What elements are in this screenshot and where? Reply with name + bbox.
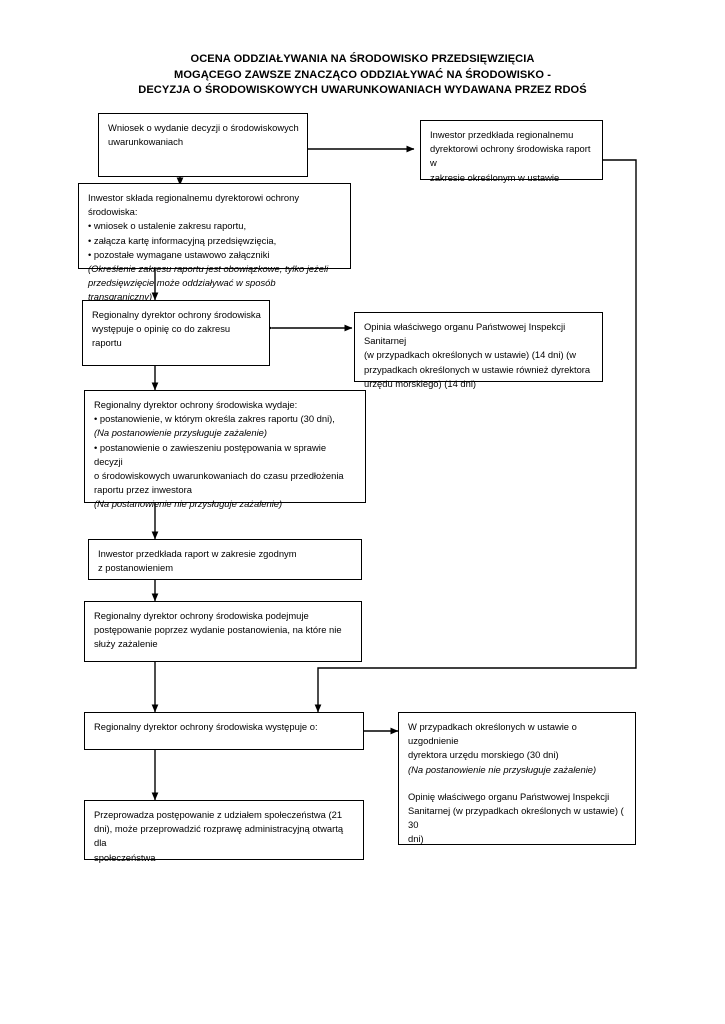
node-wystepuje-line-1: Regionalny dyrektor ochrony środowiska w… bbox=[94, 721, 318, 732]
node-sanit-line-3: przypadkach określonych w ustawie równie… bbox=[364, 363, 591, 375]
node-sklada-line-1: Inwestor składa regionalnemu dyrektorowi… bbox=[88, 192, 300, 218]
title-line-2: MOGĄCEGO ZAWSZE ZNACZĄCO ODDZIAŁYWAĆ NA … bbox=[174, 68, 551, 81]
node-przedklada-line-1: Inwestor przedkłada raport w zakresie zg… bbox=[98, 548, 297, 559]
node-raport-line-3: zakresie określonym w ustawie bbox=[430, 171, 560, 183]
node-uzgodnienie-line-6: dni) bbox=[408, 833, 424, 845]
node-rdos-podejmuje-postepowanie[interactable]: Regionalny dyrektor ochrony środowiska p… bbox=[84, 601, 362, 662]
node-wydaje-line-6: raportu przez inwestora bbox=[94, 484, 192, 496]
node-sklada-line-3: • załącza kartę informacyjną przedsięwzi… bbox=[88, 234, 277, 246]
node-wydaje-line-3: (Na postanowienie przysługuje zażalenie) bbox=[94, 427, 268, 439]
title-line-1: OCENA ODDZIAŁYWANIA NA ŚRODOWISKO PRZEDS… bbox=[190, 53, 535, 65]
node-inwestor-przedklada-raport-zgodny[interactable]: Inwestor przedkłada raport w zakresie zg… bbox=[88, 539, 362, 580]
page-title: OCENA ODDZIAŁYWANIA NA ŚRODOWISKO PRZEDS… bbox=[0, 52, 725, 99]
node-wydaje-line-1: Regionalny dyrektor ochrony środowiska w… bbox=[94, 399, 298, 410]
node-uzgodnienie-line-4: Opinię właściwego organu Państwowej Insp… bbox=[408, 790, 610, 802]
node-sklada-line-6: przedsięwzięcie może oddziaływać w sposó… bbox=[88, 277, 276, 303]
node-uzgodnienie-dyrektora-urzedu-morskiego[interactable]: W przypadkach określonych w ustawie o uz… bbox=[398, 712, 636, 845]
node-uzgodnienie-line-2: dyrektora urzędu morskiego (30 dni) bbox=[408, 749, 559, 761]
node-przeprowadza-line-1: Przeprowadza postępowanie z udziałem spo… bbox=[94, 809, 343, 820]
node-sklada-line-4: • pozostałe wymagane ustawowo załączniki bbox=[88, 248, 270, 260]
node-przeprowadza-line-2: dni), może przeprowadzić rozprawę admini… bbox=[94, 823, 344, 849]
node-wydaje-line-2: • postanowienie, w którym określa zakres… bbox=[94, 413, 335, 425]
node-sanit-line-2: (w przypadkach określonych w ustawie) (1… bbox=[364, 349, 577, 361]
node-wydaje-line-7: (Na postanowienie nie przysługuje zażale… bbox=[94, 498, 283, 510]
node-uzgodnienie-line-1: W przypadkach określonych w ustawie o uz… bbox=[408, 721, 577, 747]
edge-raport-rail-to-wystepuje bbox=[314, 159, 637, 713]
node-uzgodnienie-line-5: Sanitarnej (w przypadkach określonych w … bbox=[408, 805, 624, 831]
node-rdos-opinia-line-1: Regionalny dyrektor ochrony środowiska bbox=[92, 309, 261, 320]
node-wydaje-line-5: o środowiskowych uwarunkowaniach do czas… bbox=[94, 470, 344, 482]
node-rdos-opinia-line-2: występuje o opinię co do zakresu raportu bbox=[92, 323, 231, 349]
node-podejmuje-line-1: Regionalny dyrektor ochrony środowiska p… bbox=[94, 610, 309, 621]
node-podejmuje-line-3: służy zażalenie bbox=[94, 638, 158, 650]
node-rdos-wystepuje-o-opinie[interactable]: Regionalny dyrektor ochrony środowiska w… bbox=[82, 300, 270, 366]
node-sanit-line-1: Opinia właściwego organu Państwowej Insp… bbox=[364, 321, 566, 347]
node-wniosek-o-wydanie-decyzji[interactable]: Wniosek o wydanie decyzji o środowiskowy… bbox=[98, 113, 308, 177]
node-wniosek-line-1: Wniosek o wydanie decyzji o środowiskowy… bbox=[108, 122, 299, 133]
node-przeprowadza-line-3: społeczeństwa bbox=[94, 851, 156, 863]
node-raport-line-2: dyrektorowi ochrony środowiska raport w bbox=[430, 143, 591, 169]
node-sklada-line-2: • wniosek o ustalenie zakresu raportu, bbox=[88, 220, 247, 232]
node-inwestor-przedklada-raport[interactable]: Inwestor przedkłada regionalnemu dyrekto… bbox=[420, 120, 603, 183]
node-rdos-wydaje-postanowienie[interactable]: Regionalny dyrektor ochrony środowiska w… bbox=[84, 390, 366, 509]
node-wniosek-line-2: uwarunkowaniach bbox=[108, 136, 184, 148]
node-rdos-wystepuje-o[interactable]: Regionalny dyrektor ochrony środowiska w… bbox=[84, 712, 364, 750]
node-raport-line-1: Inwestor przedkłada regionalnemu bbox=[430, 129, 574, 140]
node-uzgodnienie-spacer bbox=[408, 777, 627, 790]
node-sklada-line-5: (Określenie zakresu raportu jest obowiąz… bbox=[88, 263, 329, 275]
node-sanit-line-4: urzędu morskiego) (14 dni) bbox=[364, 377, 477, 389]
title-line-3: DECYZJA O ŚRODOWISKOWYCH UWARUNKOWANIACH… bbox=[138, 84, 587, 96]
node-uzgodnienie-line-3: (Na postanowienie nie przysługuje zażale… bbox=[408, 763, 597, 775]
node-opinia-panstwowej-inspekcji-sanitarnej[interactable]: Opinia właściwego organu Państwowej Insp… bbox=[354, 312, 603, 389]
node-przedklada-line-2: z postanowieniem bbox=[98, 562, 174, 574]
node-wydaje-line-4: • postanowienie o zawieszeniu postępowan… bbox=[94, 441, 327, 467]
node-przeprowadza-postepowanie-spoleczenstwo[interactable]: Przeprowadza postępowanie z udziałem spo… bbox=[84, 800, 364, 863]
node-inwestor-sklada-wniosek[interactable]: Inwestor składa regionalnemu dyrektorowi… bbox=[78, 183, 351, 302]
node-podejmuje-line-2: postępowanie poprzez wydanie postanowien… bbox=[94, 624, 342, 636]
